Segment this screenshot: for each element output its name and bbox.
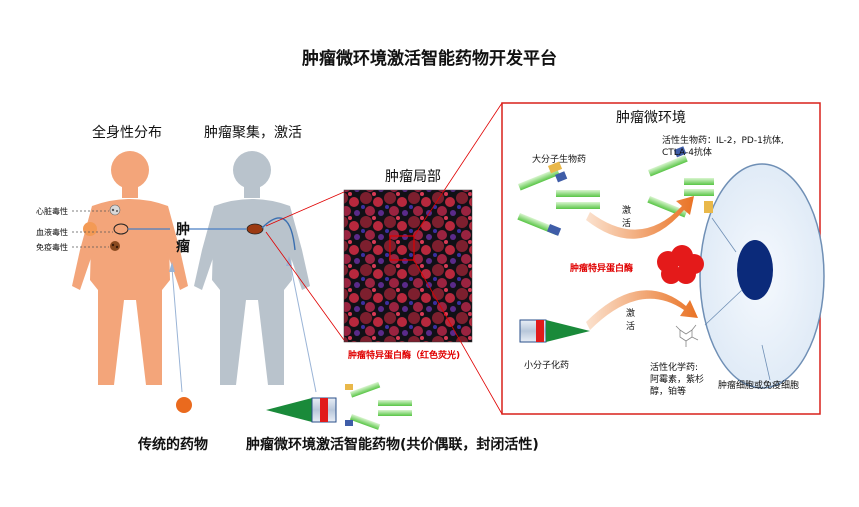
page-title: 肿瘤微环境激活智能药物开发平台 [0,44,859,69]
tumor-spot [247,224,263,234]
biologic-drug-label: 大分子生物药 [532,152,586,165]
activate-label-1a: 激 [622,203,631,216]
chem-drug-label-3: 醇，铂等 [650,384,686,397]
smart-drug-label: 肿瘤微环境激活智能药物(共价偶联，封闭活性) [246,434,539,454]
cell-nucleus [737,240,773,300]
tumor-accumulation-heading: 肿瘤聚集，激活 [204,122,302,142]
human-figure-gray [194,151,310,385]
smart-drug-capsule [266,398,336,422]
small-molecule-label: 小分子化药 [524,358,569,371]
activate-label-1b: 活 [622,216,631,229]
antibody-icon-small [345,382,412,430]
traditional-drug-dot [176,397,192,413]
activate-label-2a: 激 [626,306,635,319]
systemic-distribution-heading: 全身性分布 [92,122,162,142]
tumor-label-char-2: 瘤 [176,236,190,256]
fluorescence-caption: 肿瘤特异蛋白酶（红色荧光) [348,348,460,361]
fluorescence-image [344,190,472,342]
cell-label: 肿瘤细胞或免疫细胞 [718,378,799,391]
microenvironment-heading: 肿瘤微环境 [616,107,686,127]
traditional-drug-label: 传统的药物 [138,434,208,454]
activated-biologic-label-2: CTLA-4抗体 [662,145,712,158]
protease-label: 肿瘤特异蛋白酶 [570,261,633,274]
toxicity-label-cardiac: 心脏毒性 [36,206,68,217]
activate-label-2b: 活 [626,319,635,332]
toxicity-label-blood: 血液毒性 [36,227,68,238]
tumor-local-heading: 肿瘤局部 [385,166,441,186]
toxicity-label-immune: 免疫毒性 [36,242,68,253]
